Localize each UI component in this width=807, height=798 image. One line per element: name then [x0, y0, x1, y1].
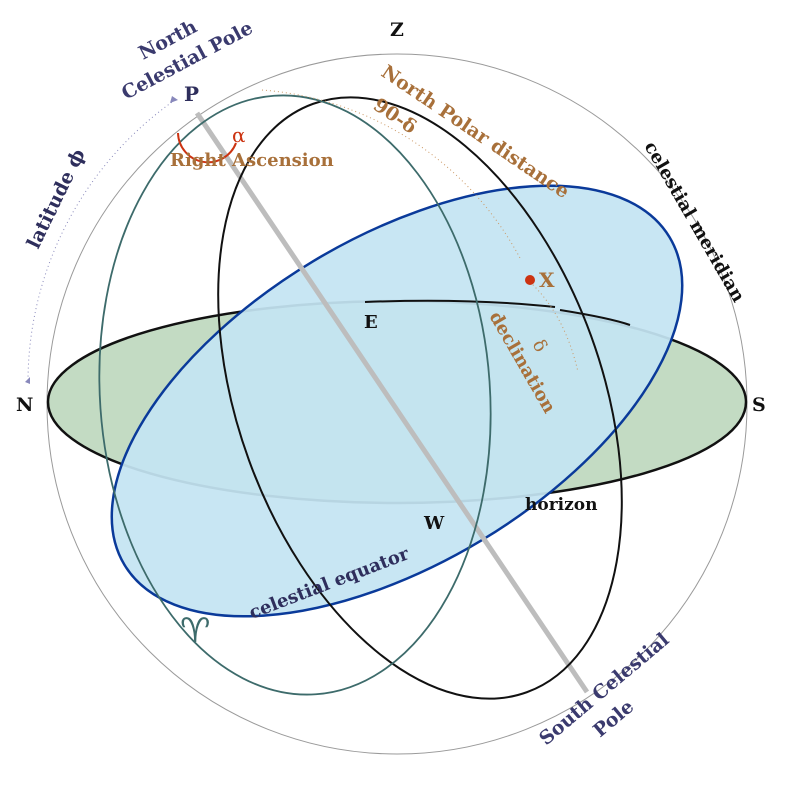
zenith-label: Z: [390, 19, 404, 41]
latitude-arc: [27, 99, 176, 381]
right-ascension-angle-arc: [177, 132, 237, 164]
polar-axis: [194, 111, 590, 694]
latitude-arrow-top: [170, 96, 178, 103]
horizon-back-arc: [364, 299, 556, 308]
latitude-label: latitude ϕ: [23, 145, 90, 252]
pole-point-label: P: [184, 82, 199, 106]
north-polar-distance-arc: [261, 89, 521, 259]
east-label: E: [364, 312, 378, 333]
right-ascension-label: Right Ascension: [170, 150, 334, 171]
celestial-meridian-circle: [217, 96, 623, 700]
vernal-equinox-icon: ♈: [180, 611, 210, 651]
south-label: S: [752, 394, 766, 416]
north-label: N: [16, 394, 33, 416]
star-point-label: X: [539, 268, 555, 292]
horizon-label: horizon: [525, 495, 597, 515]
hour-circle: [98, 94, 492, 696]
latitude-arrow-bottom: [25, 377, 30, 384]
celestial-equator-plane: [110, 184, 684, 618]
horizon-back-arc-right: [559, 309, 631, 326]
alpha-label: α: [232, 123, 246, 147]
west-label: W: [423, 513, 445, 534]
star-x-point: [525, 275, 535, 285]
